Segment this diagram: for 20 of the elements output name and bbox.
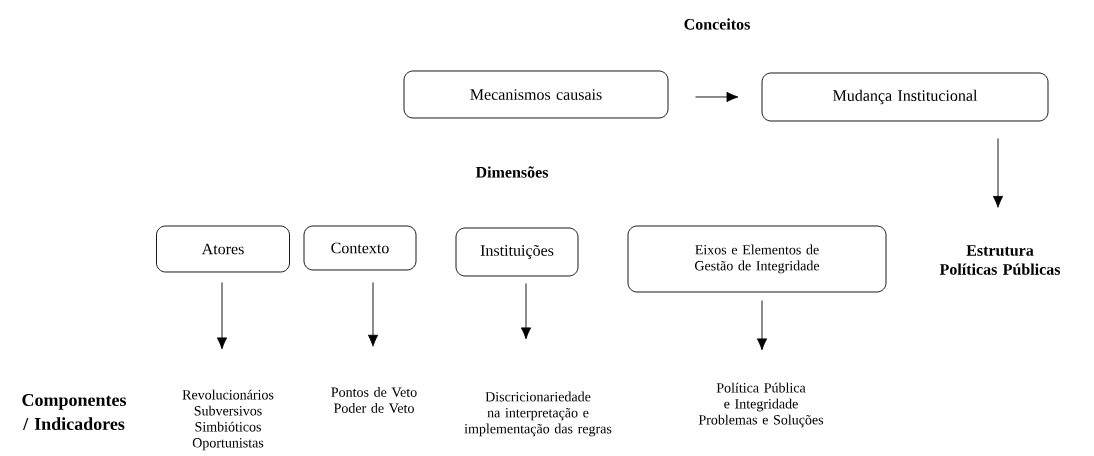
arrow [992, 138, 1004, 208]
rounded-box: Eixos e Elementos de Gestão de Integridade [627, 225, 887, 293]
arrow [216, 282, 228, 350]
rounded-box: Atores [156, 225, 290, 273]
outcome-text: Estrutura Políticas Públicas [939, 245, 1061, 275]
rounded-box: Contexto [303, 225, 417, 271]
indicator-text: Política Pública e Integridade Problemas e Soluções [698, 382, 824, 428]
indicator-text: Revolucionários Subversivos Simbióticos Oportunistas [182, 389, 274, 451]
heading-text: Conceitos [684, 18, 750, 30]
indicator-text: Pontos de Veto Poder de Veto [331, 387, 417, 413]
arrow [695, 91, 739, 103]
heading-text: Dimensões [475, 166, 549, 178]
rounded-box: Mecanismos causais [403, 70, 669, 119]
rounded-box: Mudança Institucional [761, 72, 1049, 122]
arrow [520, 283, 532, 340]
indicator-text: Discricionariedade na interpretação e implementação das regras [464, 391, 612, 437]
arrow [756, 300, 768, 351]
heading-text: Componentes / Indicadores [22, 393, 127, 431]
arrow [367, 282, 379, 347]
rounded-box: Instituições [455, 227, 579, 277]
